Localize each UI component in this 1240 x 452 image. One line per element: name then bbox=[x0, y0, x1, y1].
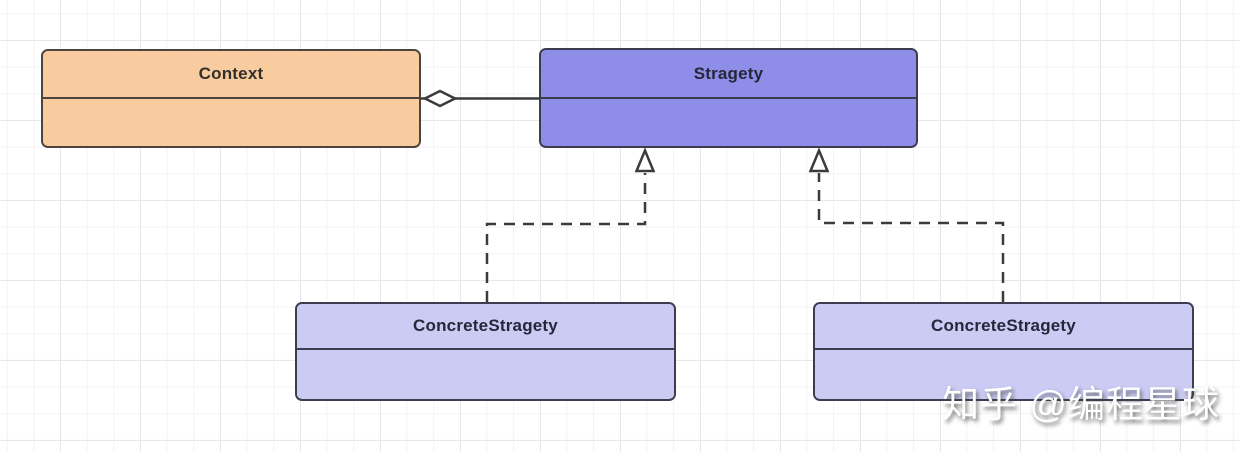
class-body-stragety bbox=[541, 99, 916, 145]
uml-class-context: Context bbox=[41, 49, 421, 148]
class-name-context: Context bbox=[43, 51, 419, 99]
aggregation-edge bbox=[421, 89, 539, 108]
uml-class-stragety: Stragety bbox=[539, 48, 918, 148]
realization-edge-left bbox=[485, 147, 656, 302]
uml-class-concrete-stragety-left: ConcreteStragety bbox=[295, 302, 676, 401]
uml-class-concrete-stragety-right: ConcreteStragety bbox=[813, 302, 1194, 401]
class-body-concrete-right bbox=[815, 350, 1192, 398]
class-name-stragety: Stragety bbox=[541, 50, 916, 99]
class-name-concrete-right: ConcreteStragety bbox=[815, 304, 1192, 350]
class-body-context bbox=[43, 99, 419, 145]
class-name-concrete-left: ConcreteStragety bbox=[297, 304, 674, 350]
class-body-concrete-left bbox=[297, 350, 674, 398]
realization-edge-right bbox=[808, 147, 1005, 302]
